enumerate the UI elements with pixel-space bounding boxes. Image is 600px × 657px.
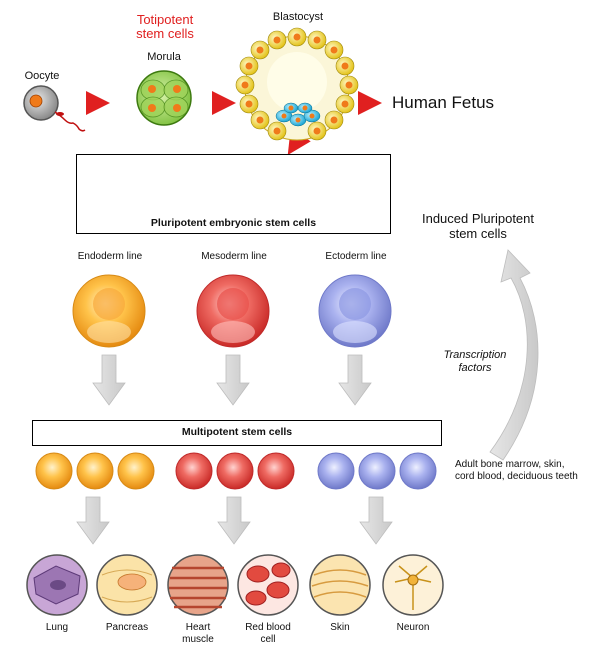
morula-label: Morula: [147, 51, 181, 63]
heart-muscle-tissue: [167, 554, 229, 616]
tissue-label-red-blood-cell: Red blood cell: [245, 622, 291, 645]
multipotent-mesoderm-cells: [175, 452, 295, 490]
down-arrow-mesoderm: [216, 354, 250, 406]
ectoderm-cell: [318, 274, 392, 348]
blastocyst-label: Blastocyst: [272, 11, 324, 23]
morula-cell: [136, 70, 192, 126]
red-blood-cell-tissue: [237, 554, 299, 616]
down-arrow-ectoderm: [338, 354, 372, 406]
pluripotent-box: Pluripotent embryonic stem cells: [76, 154, 391, 234]
induced-pluripotent-label: Induced Pluripotent stem cells: [421, 211, 535, 241]
neuron-tissue: [382, 554, 444, 616]
multipotent-ectoderm-cells: [317, 452, 437, 490]
totipotent-label: Totipotent stem cells: [136, 12, 194, 41]
ectoderm-label: Ectoderm line: [325, 251, 387, 262]
mesoderm-cell: [196, 274, 270, 348]
down-arrow-mesoderm-tissue: [217, 496, 251, 545]
induced-curve-arrow: [489, 249, 539, 461]
pancreas-tissue: [96, 554, 158, 616]
tissue-label-lung: Lung: [45, 622, 69, 633]
blastocyst-cell: [235, 27, 359, 141]
tissue-label-skin: Skin: [330, 622, 350, 633]
tissue-label-neuron: Neuron: [396, 622, 430, 633]
lung-tissue: [26, 554, 88, 616]
endoderm-cell: [72, 274, 146, 348]
mesoderm-label: Mesoderm line: [201, 251, 267, 262]
multipotent-box: Multipotent stem cells: [32, 420, 442, 446]
oocyte-cell: [23, 85, 86, 132]
down-arrow-ectoderm-tissue: [359, 496, 393, 545]
skin-tissue: [309, 554, 371, 616]
oocyte-label: Oocyte: [24, 70, 60, 82]
down-arrow-endoderm: [92, 354, 126, 406]
tissue-label-pancreas: Pancreas: [105, 622, 149, 633]
human-fetus-label: Human Fetus: [392, 93, 495, 112]
multipotent-endoderm-cells: [35, 452, 155, 490]
pluripotent-title: Pluripotent embryonic stem cells: [150, 217, 317, 229]
endoderm-label: Endoderm line: [77, 251, 143, 262]
induced-sources-label: Adult bone marrow, skin, cord blood, dec…: [455, 459, 578, 482]
transcription-factors-label: Transcription factors: [443, 349, 507, 374]
multipotent-title: Multipotent stem cells: [181, 426, 293, 438]
down-arrow-endoderm-tissue: [76, 496, 110, 545]
tissue-label-heart-muscle: Heart muscle: [182, 622, 214, 645]
